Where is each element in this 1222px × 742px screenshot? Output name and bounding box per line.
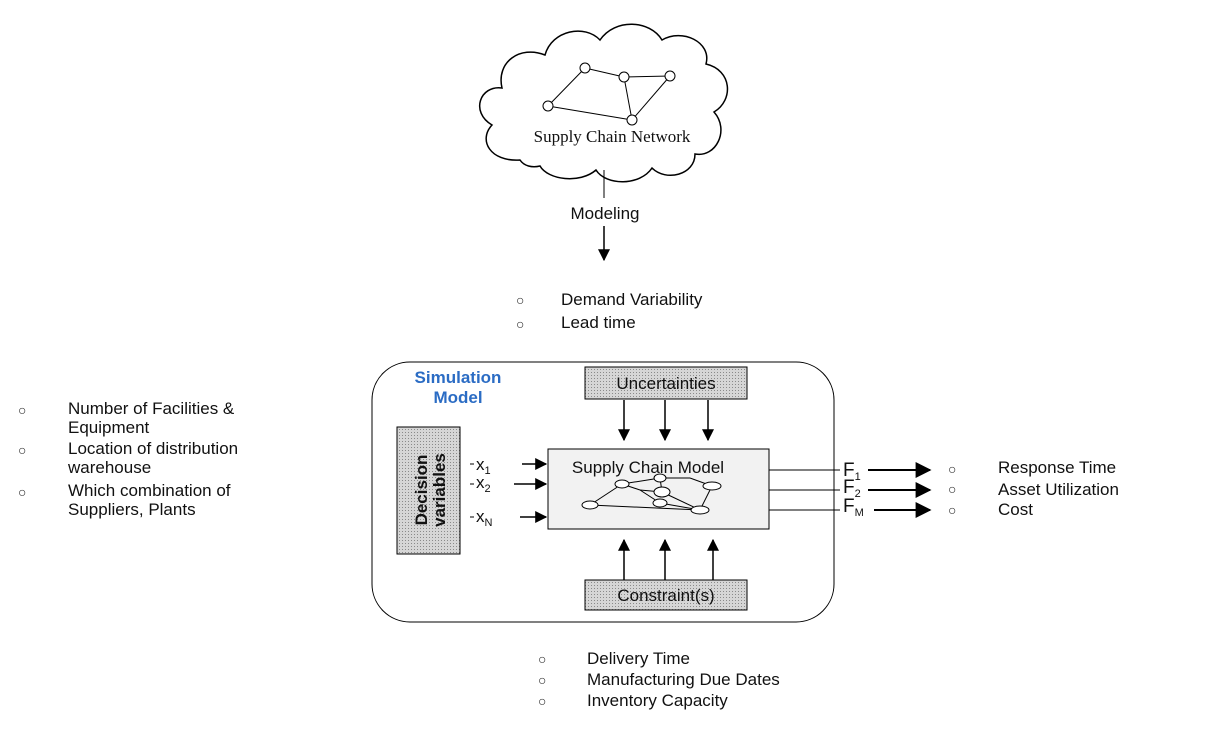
decision-variables-label: Decision (412, 455, 431, 526)
supply-chain-model-box: Supply Chain Model (547, 448, 770, 530)
list-item: Number of Facilities & (68, 399, 235, 418)
uncertainties-label: Uncertainties (616, 374, 715, 393)
list-item: Inventory Capacity (587, 691, 728, 710)
constraint-factors-list: ○ Delivery Time ○ Manufacturing Due Date… (538, 649, 780, 710)
list-item-continuation: Equipment (68, 418, 150, 437)
cloud-label: Supply Chain Network (534, 127, 691, 146)
supply-chain-model-label: Supply Chain Model (572, 458, 724, 477)
output-f2-label: F2 (843, 477, 861, 500)
uncertainties-box: Uncertainties (584, 366, 748, 400)
simulation-model-title-line2: Model (433, 388, 482, 407)
decision-factors-list: ○ Number of Facilities & Equipment ○ Loc… (18, 399, 238, 519)
output-f1-label: F1 (843, 460, 861, 483)
cloud-network-nodes (542, 62, 676, 126)
input-x2-label: x2 (476, 473, 491, 495)
simulation-model: Simulation Model Uncertainties Decision … (371, 361, 835, 623)
uncertainty-factors-list: ○ Demand Variability ○ Lead time (516, 290, 703, 332)
simulation-model-title: Simulation (415, 368, 502, 387)
list-item: Which combination of (68, 481, 231, 500)
bullet-icon: ○ (538, 651, 546, 667)
input-variables: x1 x2 xN (470, 455, 548, 529)
bullet-icon: ○ (18, 484, 26, 500)
bullet-icon: ○ (18, 402, 26, 418)
list-item: Location of distribution (68, 439, 238, 458)
list-item-continuation: Suppliers, Plants (68, 500, 196, 519)
list-item: Manufacturing Due Dates (587, 670, 780, 689)
decision-variables-label-line2: variables (430, 453, 449, 527)
constraint-arrows (618, 538, 719, 580)
uncertainty-arrows (618, 400, 714, 442)
constraints-box: Constraint(s) (584, 579, 748, 611)
bullet-icon: ○ (948, 502, 956, 518)
list-item: Asset Utilization (998, 480, 1119, 499)
list-item-continuation: warehouse (67, 458, 151, 477)
cloud-network-edges (547, 67, 671, 121)
supply-chain-network-cloud: Supply Chain Network (479, 23, 729, 183)
decision-variables-box: Decision variables (396, 426, 461, 555)
list-item: Demand Variability (561, 290, 703, 309)
bullet-icon: ○ (516, 316, 524, 332)
list-item: Delivery Time (587, 649, 690, 668)
output-fm-label: FM (843, 496, 864, 519)
modeling-label: Modeling (571, 204, 640, 223)
bullet-icon: ○ (948, 481, 956, 497)
bullet-icon: ○ (18, 442, 26, 458)
constraints-label: Constraint(s) (617, 586, 714, 605)
bullet-icon: ○ (538, 672, 546, 688)
list-item: Cost (998, 500, 1033, 519)
bullet-icon: ○ (538, 693, 546, 709)
output-measures: F1 F2 FM (769, 460, 932, 519)
list-item: Response Time (998, 458, 1116, 477)
bullet-icon: ○ (948, 461, 956, 477)
performance-measures-list: ○ Response Time ○ Asset Utilization ○ Co… (948, 458, 1119, 519)
input-x1-label: x1 (476, 455, 491, 477)
input-xN-label: xN (476, 507, 493, 529)
list-item: Lead time (561, 313, 636, 332)
mini-network-icon (581, 473, 722, 515)
bullet-icon: ○ (516, 292, 524, 308)
